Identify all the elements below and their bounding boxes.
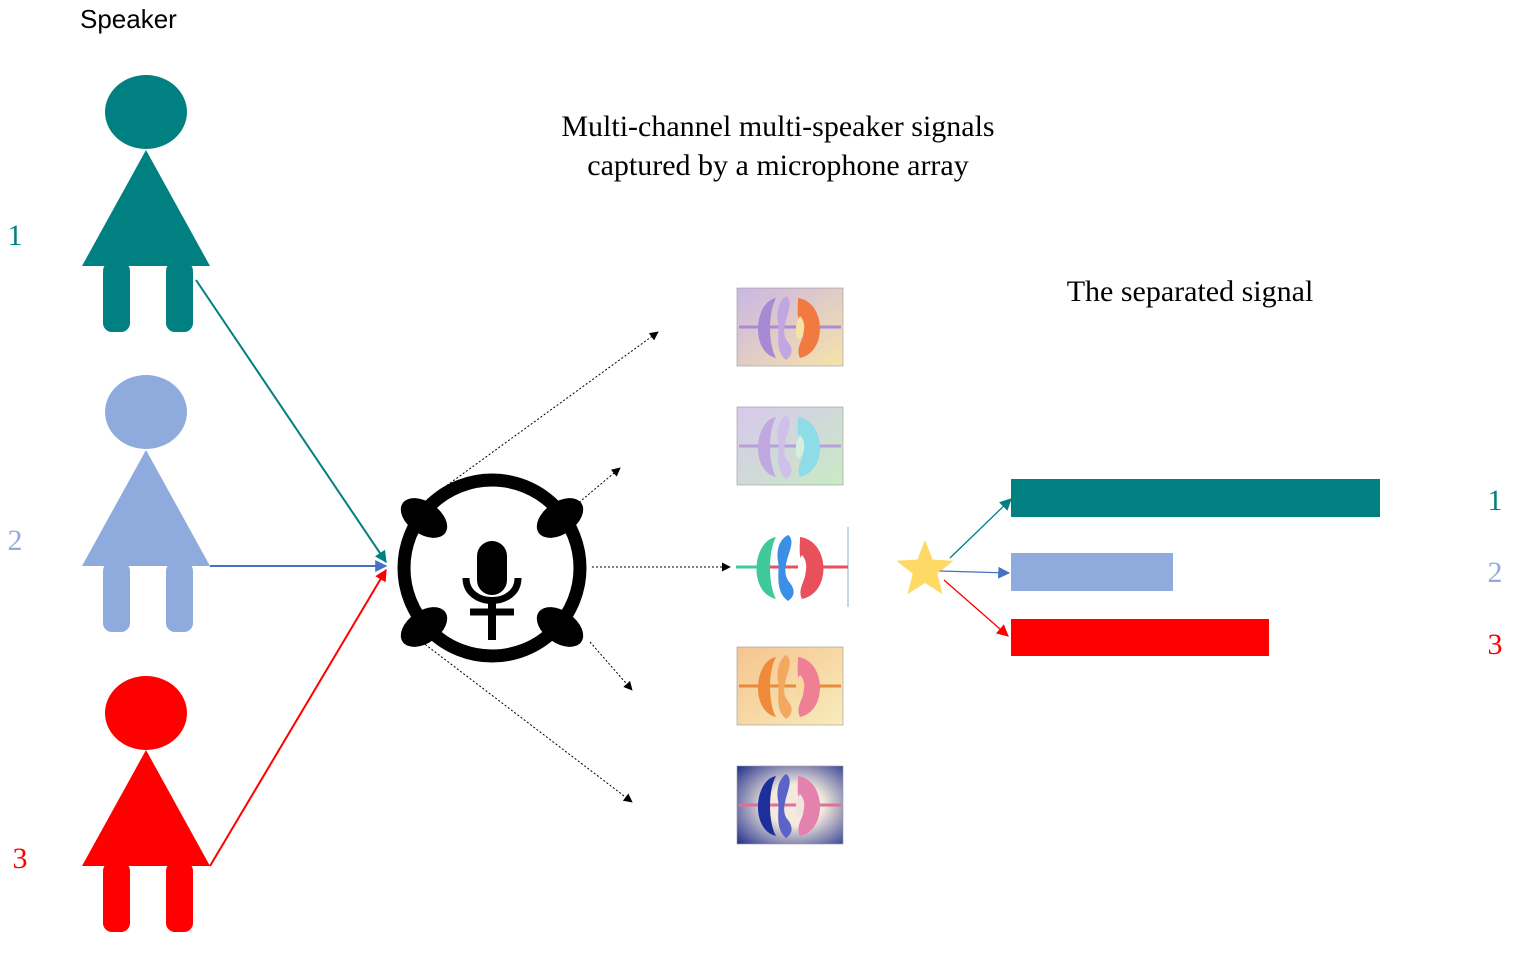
speaker-1-number: 1: [8, 219, 23, 252]
output-2-number: 2: [1488, 556, 1503, 589]
output-2-bar: [1011, 553, 1173, 591]
speaker-2-figure: [82, 375, 210, 632]
caption-line-2: captured by a microphone array: [587, 149, 969, 182]
output-1-bar: [1011, 479, 1380, 517]
caption-line-1: Multi-channel multi-speaker signals: [561, 110, 994, 143]
speaker-3-figure: [82, 676, 210, 932]
output-1-arrow: [949, 498, 1012, 559]
channel-arrows: [421, 331, 731, 803]
speaker-1-figure: [82, 75, 210, 332]
speaker-1-arrow: [195, 279, 387, 563]
output-3-bar: [1011, 619, 1269, 656]
star-icon: [896, 540, 954, 595]
output-1-number: 1: [1488, 484, 1503, 517]
microphone-array-icon: [397, 473, 587, 663]
signal-mixture-icon: [732, 287, 850, 845]
speaker-3-number: 3: [13, 842, 28, 875]
separated-title: The separated signal: [1067, 275, 1314, 308]
output-2-arrow: [939, 566, 1011, 579]
speaker-heading: Speaker: [80, 4, 177, 34]
output-3-arrow: [943, 579, 1009, 637]
speaker-2-number: 2: [8, 524, 23, 557]
speaker-3-arrow: [209, 568, 387, 867]
output-3-number: 3: [1488, 628, 1503, 661]
